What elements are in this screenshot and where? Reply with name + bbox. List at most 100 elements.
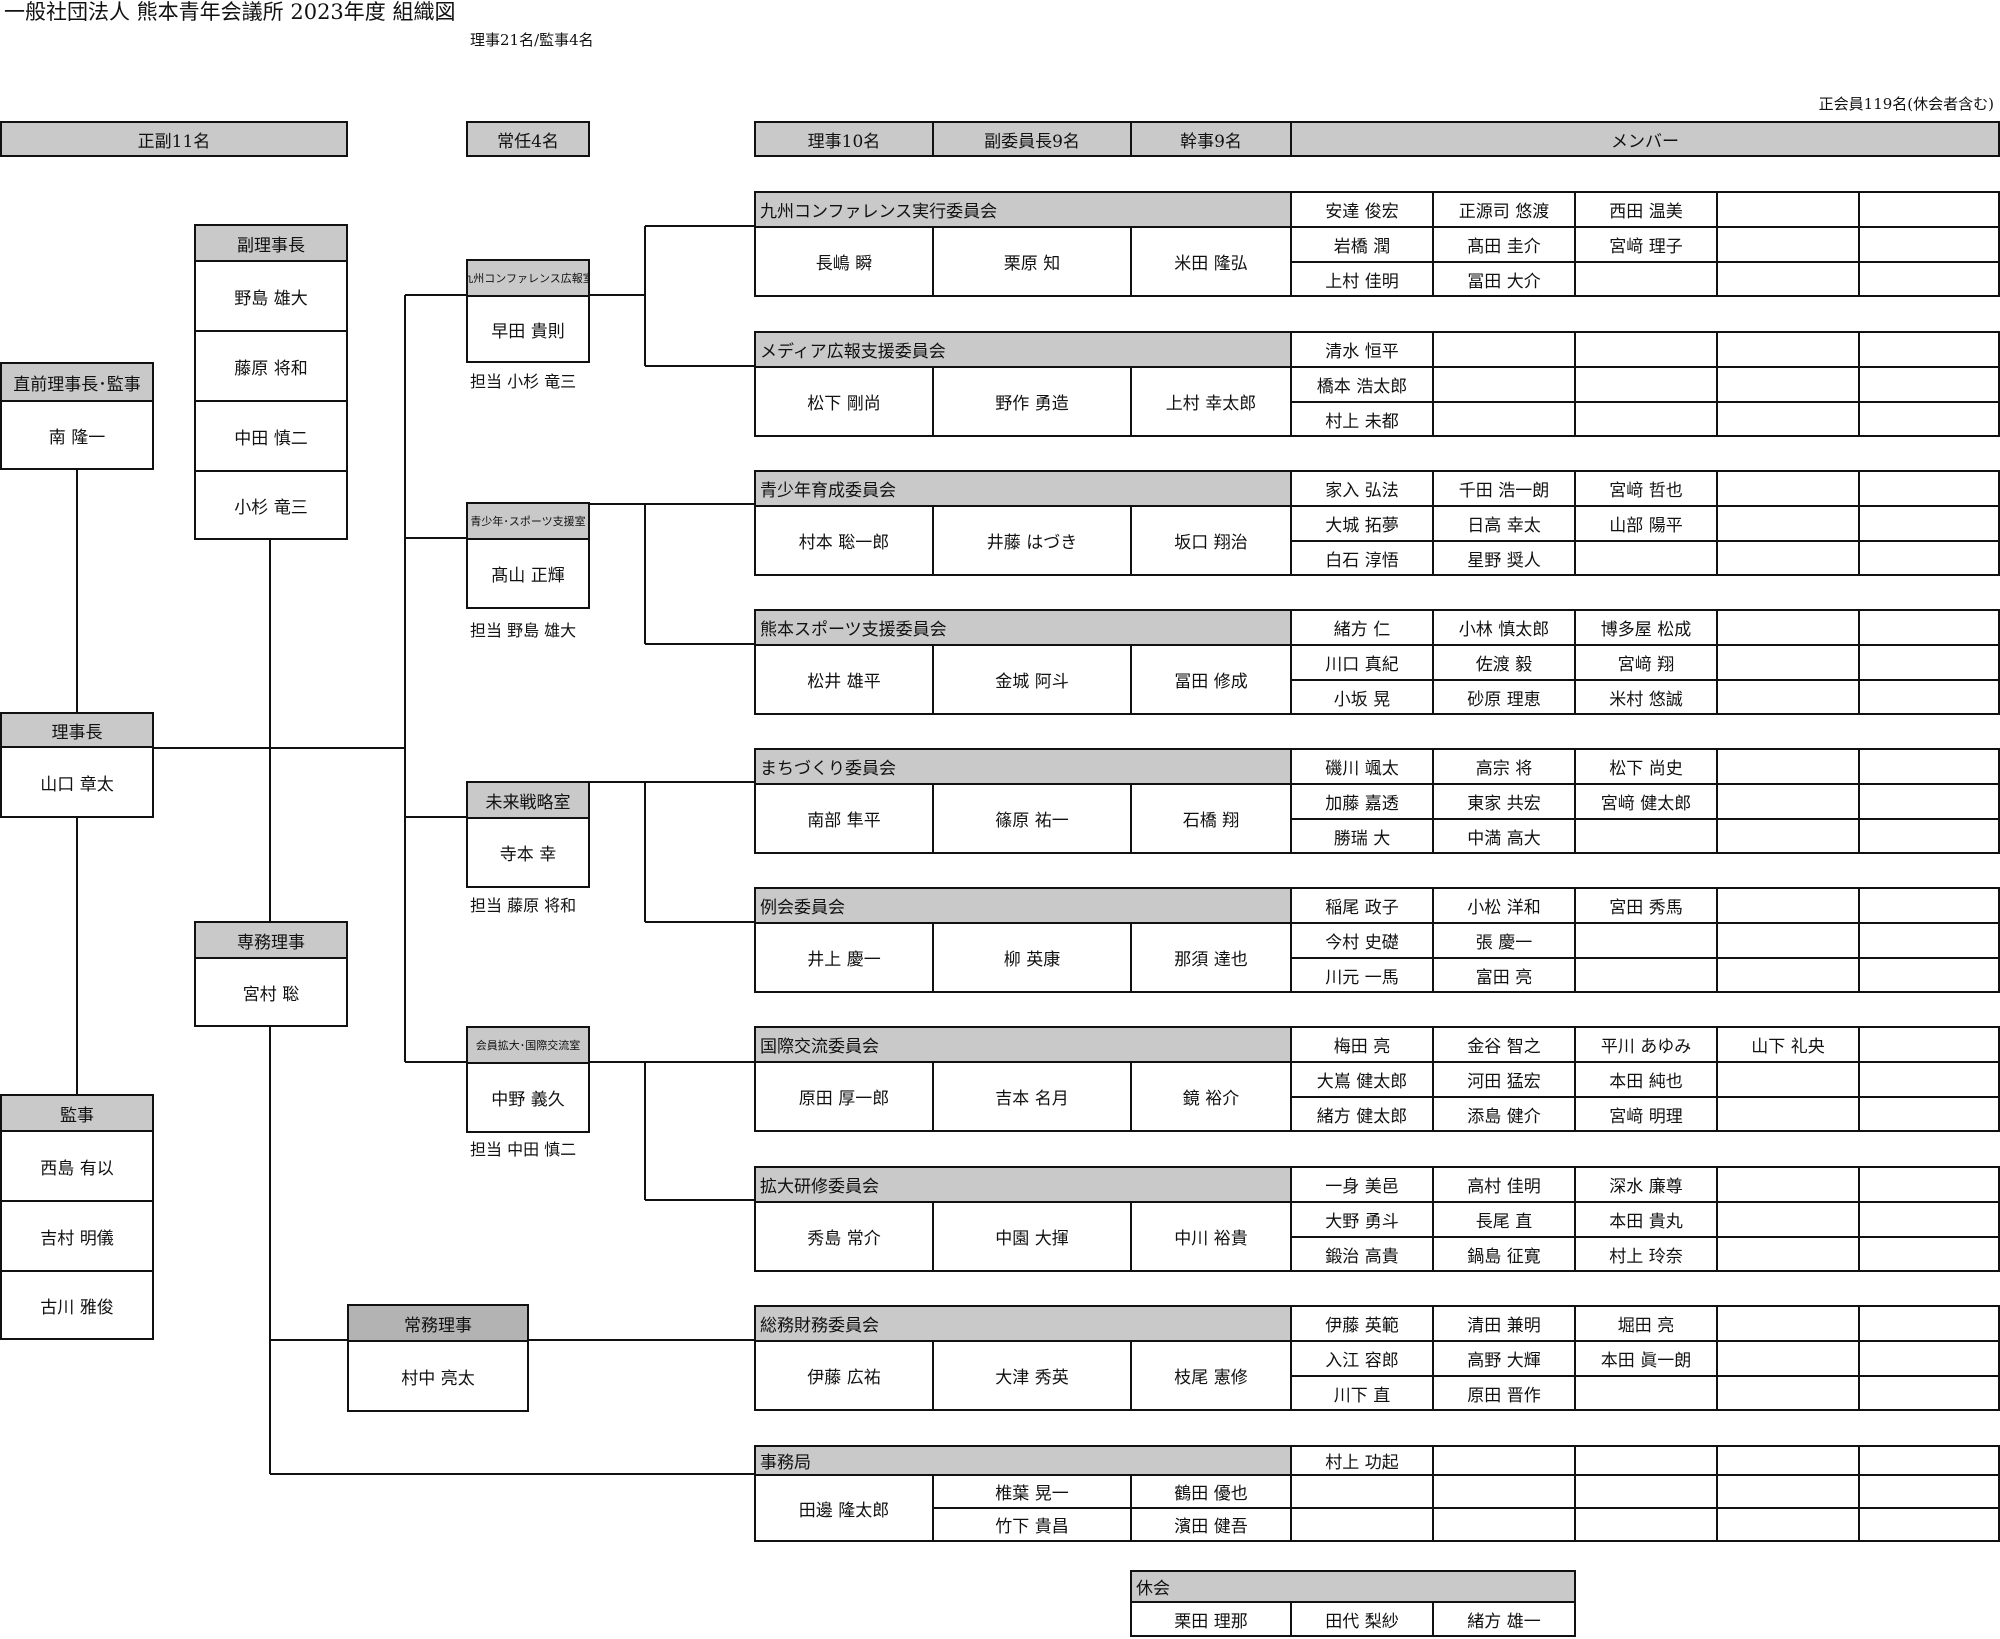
committee-header: 国際交流委員会 — [754, 1026, 1292, 1063]
member-cell — [1716, 505, 1860, 542]
member-cell — [1716, 1305, 1860, 1342]
member-cell: 高宗 将 — [1432, 748, 1576, 785]
kanji-cell: 坂口 翔治 — [1130, 505, 1292, 576]
member-cell — [1716, 1507, 1860, 1542]
member-cell: 山下 礼央 — [1716, 1026, 1860, 1063]
member-cell — [1574, 366, 1718, 403]
kanji-cell: 枝尾 憲修 — [1130, 1340, 1292, 1411]
member-cell — [1574, 1445, 1718, 1476]
member-cell — [1290, 1474, 1434, 1509]
member-cell — [1574, 401, 1718, 437]
member-cell — [1716, 1474, 1860, 1509]
member-cell: 上村 佳明 — [1290, 261, 1434, 297]
membership-note: 正会員119名(休会者含む) — [1818, 95, 1994, 113]
member-cell — [1858, 1507, 2000, 1542]
header-kanji: 幹事9名 — [1130, 121, 1292, 157]
member-cell: 家入 弘法 — [1290, 470, 1434, 507]
member-cell — [1574, 1375, 1718, 1411]
member-cell — [1716, 748, 1860, 785]
fuku-cell: 椎葉 晃一 — [932, 1474, 1132, 1509]
member-cell: 磯川 颯太 — [1290, 748, 1434, 785]
office-header: 九州コンファレンス広報室 — [466, 259, 590, 297]
president-header: 理事長 — [0, 712, 154, 748]
committee-header: 青少年育成委員会 — [754, 470, 1292, 507]
member-cell — [1858, 1474, 2000, 1509]
riji-cell: 伊藤 広祐 — [754, 1340, 934, 1411]
member-cell — [1716, 226, 1860, 263]
member-cell — [1858, 679, 2000, 715]
member-cell — [1716, 331, 1860, 368]
member-cell: 村上 未都 — [1290, 401, 1434, 437]
member-cell — [1290, 1507, 1434, 1542]
member-cell — [1716, 1061, 1860, 1098]
member-cell: 平川 あゆみ — [1574, 1026, 1718, 1063]
member-cell: 川下 直 — [1290, 1375, 1434, 1411]
member-cell: 本田 純也 — [1574, 1061, 1718, 1098]
member-cell: 入江 容郎 — [1290, 1340, 1434, 1377]
vp-cell: 藤原 将和 — [194, 330, 348, 402]
member-cell — [1716, 1096, 1860, 1132]
member-cell: 原田 晋作 — [1432, 1375, 1576, 1411]
riji-cell: 田邊 隆太郎 — [754, 1474, 934, 1542]
senmu-header: 専務理事 — [194, 921, 348, 959]
member-cell: 添島 健介 — [1432, 1096, 1576, 1132]
fuku-cell: 吉本 名月 — [932, 1061, 1132, 1132]
member-cell — [1432, 331, 1576, 368]
member-cell — [1716, 609, 1860, 646]
member-cell: 博多屋 松成 — [1574, 609, 1718, 646]
auditor-cell: 古川 雅俊 — [0, 1270, 154, 1340]
member-cell — [1858, 1166, 2000, 1203]
kanji-cell: 石橋 翔 — [1130, 783, 1292, 854]
member-cell: 千田 浩一朗 — [1432, 470, 1576, 507]
fuku-cell: 中園 大揮 — [932, 1201, 1132, 1272]
member-cell — [1858, 331, 2000, 368]
member-cell — [1716, 1166, 1860, 1203]
member-cell: 川元 一馬 — [1290, 957, 1434, 993]
header-riji: 理事10名 — [754, 121, 934, 157]
member-cell: 加藤 嘉透 — [1290, 783, 1434, 820]
member-cell: 大野 勇斗 — [1290, 1201, 1434, 1238]
member-cell — [1716, 922, 1860, 959]
member-cell — [1858, 366, 2000, 403]
member-cell: 西田 温美 — [1574, 191, 1718, 228]
member-cell: 小林 慎太郎 — [1432, 609, 1576, 646]
member-cell — [1574, 331, 1718, 368]
member-cell: 宮﨑 翔 — [1574, 644, 1718, 681]
member-cell — [1858, 1445, 2000, 1476]
member-cell — [1858, 505, 2000, 542]
member-cell: 橋本 浩太郎 — [1290, 366, 1434, 403]
past-president-name: 南 隆一 — [0, 400, 154, 470]
committee-header: 例会委員会 — [754, 887, 1292, 924]
header-member: メンバー — [1290, 121, 2000, 157]
header-seifuku: 正副11名 — [0, 121, 348, 157]
member-cell: 米村 悠誠 — [1574, 679, 1718, 715]
member-cell — [1858, 540, 2000, 576]
kanji-cell: 鶴田 優也 — [1130, 1474, 1292, 1509]
past-president-header: 直前理事長･監事 — [0, 362, 154, 402]
member-cell — [1858, 887, 2000, 924]
office-name: 寺本 幸 — [466, 817, 590, 888]
member-cell — [1858, 1236, 2000, 1272]
member-cell: 深水 廉尊 — [1574, 1166, 1718, 1203]
kanji-cell: 米田 隆弘 — [1130, 226, 1292, 297]
member-cell — [1858, 1061, 2000, 1098]
auditor-cell: 西島 有以 — [0, 1130, 154, 1202]
committee-header: 九州コンファレンス実行委員会 — [754, 191, 1292, 228]
member-cell: 稲尾 政子 — [1290, 887, 1434, 924]
member-cell — [1716, 1445, 1860, 1476]
auditor-header: 監事 — [0, 1094, 154, 1132]
member-cell: 冨田 大介 — [1432, 261, 1576, 297]
member-cell: 富田 亮 — [1432, 957, 1576, 993]
member-cell: 正源司 悠渡 — [1432, 191, 1576, 228]
office-name: 髙山 正輝 — [466, 538, 590, 609]
riji-cell: 松井 雄平 — [754, 644, 934, 715]
member-cell: 張 慶一 — [1432, 922, 1576, 959]
member-cell — [1858, 1096, 2000, 1132]
riji-cell: 秀島 常介 — [754, 1201, 934, 1272]
fuku-cell: 柳 英康 — [932, 922, 1132, 993]
riji-cell: 原田 厚一郎 — [754, 1061, 934, 1132]
fuku-cell: 井藤 はづき — [932, 505, 1132, 576]
member-cell — [1574, 540, 1718, 576]
kyukai-cell: 田代 梨紗 — [1290, 1601, 1434, 1637]
member-cell — [1858, 922, 2000, 959]
